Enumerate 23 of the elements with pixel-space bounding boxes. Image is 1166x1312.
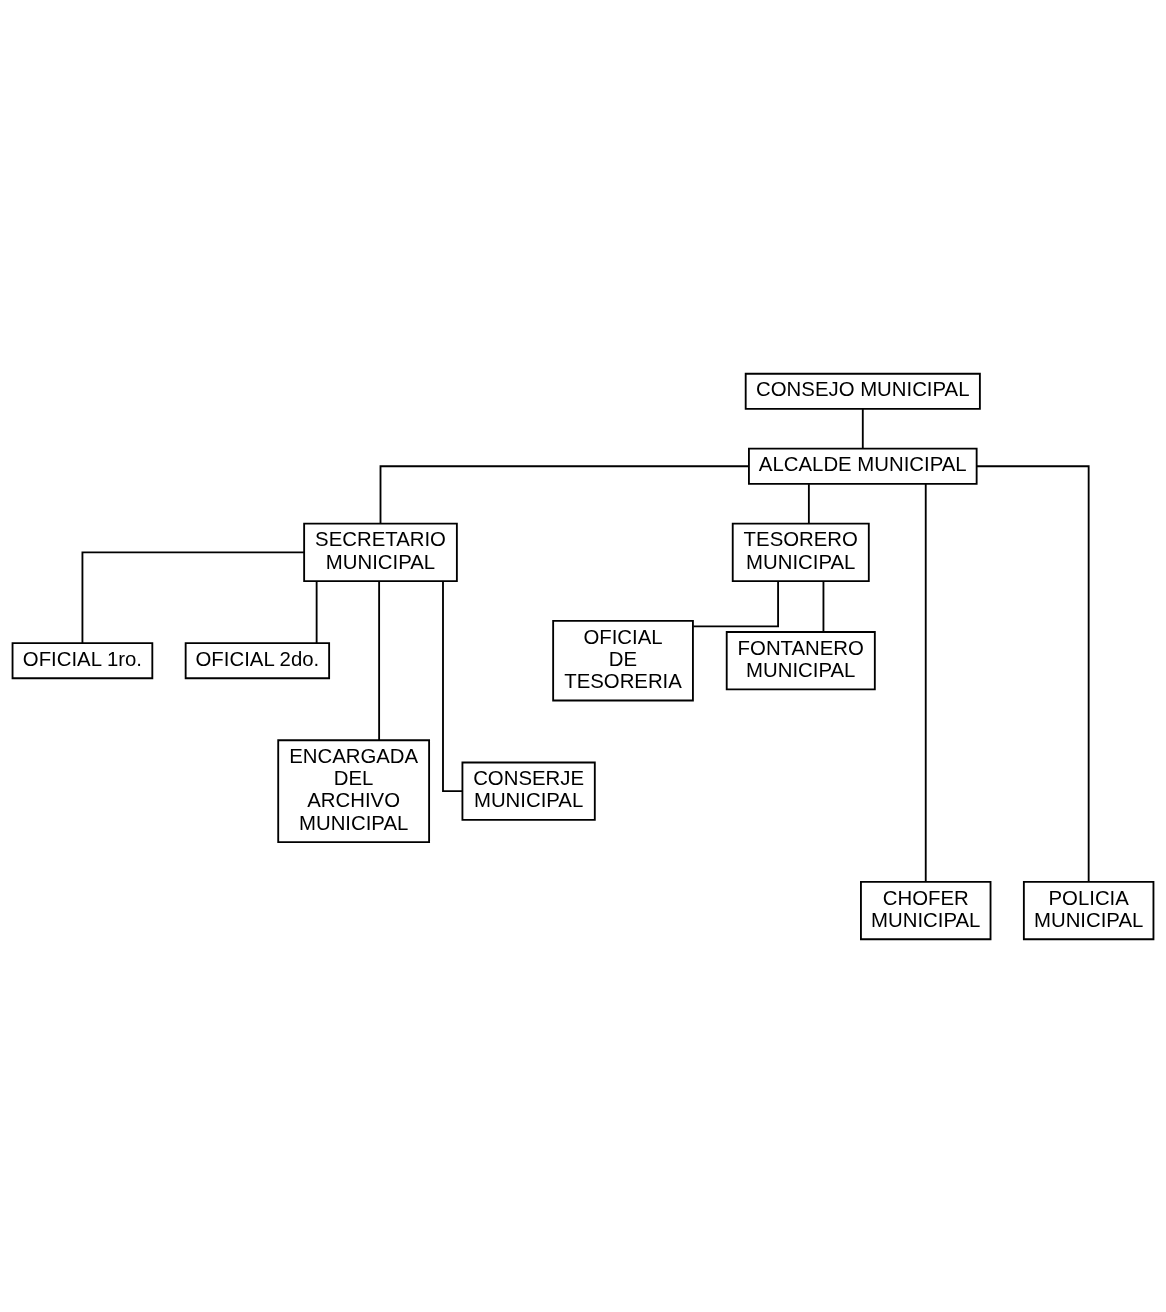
node-box: POLICIA MUNICIPAL bbox=[1022, 880, 1155, 940]
node-box: FONTANERO MUNICIPAL bbox=[725, 630, 876, 690]
connector bbox=[379, 464, 750, 524]
node-box: ENCARGADA DEL ARCHIVO MUNICIPAL bbox=[277, 738, 431, 843]
node-box: SECRETARIO MUNICIPAL bbox=[303, 522, 458, 582]
node-box: CHOFER MUNICIPAL bbox=[860, 880, 992, 940]
connector bbox=[822, 579, 825, 633]
connector bbox=[924, 482, 927, 883]
node-box: OFICIAL 1ro. bbox=[11, 641, 154, 679]
connector bbox=[975, 464, 1090, 883]
node-box: TESORERO MUNICIPAL bbox=[731, 522, 870, 582]
connector bbox=[378, 579, 381, 741]
connector bbox=[315, 579, 318, 644]
node-box: OFICIAL 2do. bbox=[184, 641, 331, 679]
connector bbox=[807, 482, 810, 524]
node-box: CONSEJO MUNICIPAL bbox=[744, 372, 981, 410]
connector bbox=[861, 407, 864, 450]
connector bbox=[442, 579, 464, 792]
connector bbox=[81, 550, 306, 644]
connector bbox=[692, 579, 779, 627]
node-box: CONSERJE MUNICIPAL bbox=[461, 761, 596, 821]
node-box: OFICIAL DE TESORERIA bbox=[552, 619, 694, 701]
node-box: ALCALDE MUNICIPAL bbox=[748, 447, 978, 485]
